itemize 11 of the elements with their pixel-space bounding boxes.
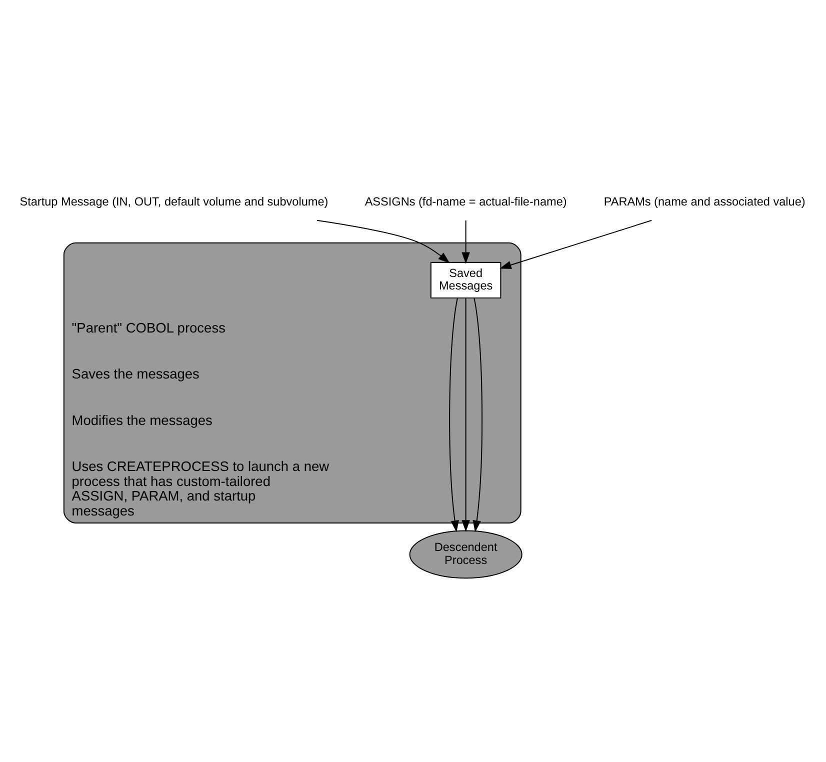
arrow [462,219,470,264]
arrow [462,297,470,532]
node-text: Startup Message (IN, OUT, default volume and subvolume) [20,195,328,208]
node-text: ASSIGNs (fd-name = actual-file-name) [364,195,567,208]
arrow [472,297,482,532]
arrow [316,219,450,263]
arrow [500,219,652,268]
node-ellipse: Descendent Process [409,530,522,578]
node-text: PARAMs (name and associated value) [604,195,806,208]
node-box: Saved Messages [430,262,502,298]
arrow [449,297,459,532]
